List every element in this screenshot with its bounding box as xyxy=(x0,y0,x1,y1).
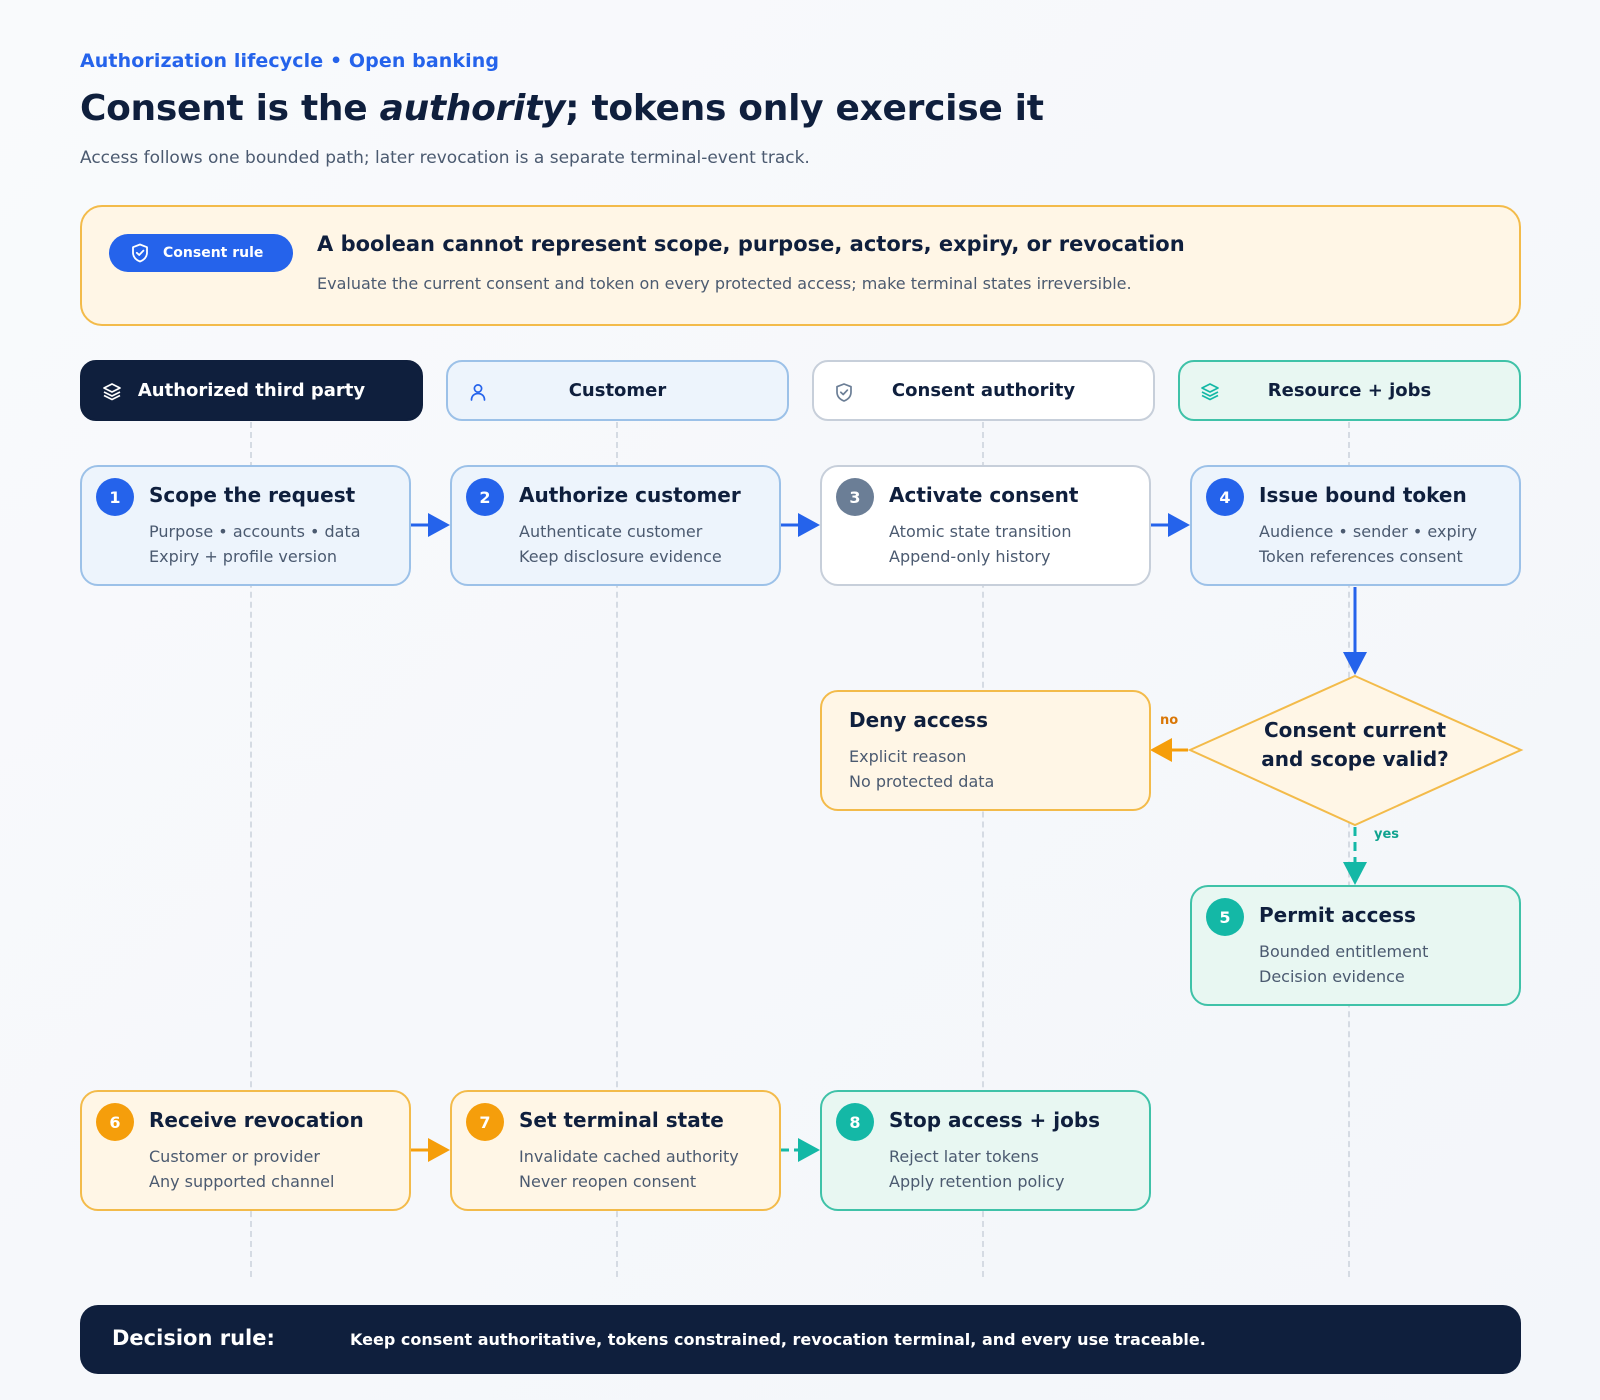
lane-guide-line xyxy=(250,422,252,1277)
lane-label: Resource + jobs xyxy=(1267,380,1432,401)
arrow-decision-no xyxy=(1150,738,1188,762)
step-card-receive-revocation: 6 Receive revocation Customer or provide… xyxy=(80,1090,411,1211)
step-title: Authorize customer xyxy=(519,483,741,507)
step-detail: Token references consent xyxy=(1259,547,1463,566)
step-detail: Audience • sender • expiry xyxy=(1259,522,1478,541)
lane-label: Customer xyxy=(568,380,667,401)
step-detail: Never reopen consent xyxy=(519,1172,697,1191)
step-detail: Authenticate customer xyxy=(519,522,703,541)
step-number-badge: 8 xyxy=(836,1103,874,1141)
lane-resource-jobs: Resource + jobs xyxy=(1178,360,1521,421)
step-title: Activate consent xyxy=(889,483,1079,507)
arrow-6-to-7 xyxy=(411,1138,450,1162)
step-detail: Any supported channel xyxy=(149,1172,335,1191)
branch-label-no: no xyxy=(1160,713,1179,728)
page-subtitle: Access follows one bounded path; later r… xyxy=(80,148,810,168)
step-detail: Apply retention policy xyxy=(889,1172,1065,1191)
arrow-decision-yes xyxy=(1343,827,1367,885)
decision-question: Consent current and scope valid? xyxy=(1190,716,1520,774)
step-detail: Purpose • accounts • data xyxy=(149,522,361,541)
step-card-scope-request: 1 Scope the request Purpose • accounts •… xyxy=(80,465,411,586)
step-title: Scope the request xyxy=(149,483,356,507)
step-detail: Bounded entitlement xyxy=(1259,942,1429,961)
consent-rule-headline: A boolean cannot represent scope, purpos… xyxy=(317,232,1185,256)
user-icon xyxy=(470,384,486,401)
step-number-badge: 6 xyxy=(96,1103,134,1141)
step-card-activate-consent: 3 Activate consent Atomic state transiti… xyxy=(820,465,1151,586)
shield-check-icon xyxy=(132,243,148,263)
step-number-badge: 1 xyxy=(96,478,134,516)
title-emphasis: authority xyxy=(379,88,566,129)
step-number-badge: 4 xyxy=(1206,478,1244,516)
lane-guide-line xyxy=(616,422,618,1277)
decision-line: Consent current xyxy=(1263,718,1447,742)
step-detail: Invalidate cached authority xyxy=(519,1147,739,1166)
step-detail: Customer or provider xyxy=(149,1147,320,1166)
step-card-set-terminal-state: 7 Set terminal state Invalidate cached a… xyxy=(450,1090,781,1211)
step-card-authorize-customer: 2 Authorize customer Authenticate custom… xyxy=(450,465,781,586)
consent-rule-text: Evaluate the current consent and token o… xyxy=(317,274,1132,293)
step-number-badge: 3 xyxy=(836,478,874,516)
decision-diamond xyxy=(1187,674,1524,827)
arrow-7-to-8 xyxy=(781,1138,820,1162)
title-part-1: Consent is the xyxy=(80,88,380,129)
step-detail: Reject later tokens xyxy=(889,1147,1039,1166)
step-number-badge: 5 xyxy=(1206,898,1244,936)
consent-rule-pill-label: Consent rule xyxy=(163,245,264,261)
step-detail: Keep disclosure evidence xyxy=(519,547,722,566)
consent-rule-pill: Consent rule xyxy=(109,234,293,272)
lane-label: Consent authority xyxy=(891,380,1076,401)
lane-label: Authorized third party xyxy=(137,380,366,401)
consent-rule-callout: Consent rule A boolean cannot represent … xyxy=(80,205,1521,326)
page-title: Consent is the authority; tokens only ex… xyxy=(80,88,1044,129)
layers-icon xyxy=(103,383,121,401)
shield-icon xyxy=(836,383,852,402)
step-card-issue-bound-token: 4 Issue bound token Audience • sender • … xyxy=(1190,465,1521,586)
outcome-detail: No protected data xyxy=(849,772,995,791)
lane-guide-line xyxy=(982,422,984,1277)
step-title: Stop access + jobs xyxy=(889,1108,1101,1132)
arrow-2-to-3 xyxy=(781,513,820,537)
arrow-3-to-4 xyxy=(1151,513,1190,537)
decision-line: and scope valid? xyxy=(1261,747,1449,771)
title-part-2: ; tokens only exercise it xyxy=(565,88,1044,129)
step-detail: Expiry + profile version xyxy=(149,547,338,566)
step-title: Set terminal state xyxy=(519,1108,724,1132)
lane-guide-line xyxy=(1348,422,1350,1277)
branch-label-yes: yes xyxy=(1374,827,1400,842)
lane-consent-authority: Consent authority xyxy=(812,360,1155,421)
decision-rule-label: Decision rule: xyxy=(112,1326,275,1350)
arrow-1-to-2 xyxy=(411,513,450,537)
lane-customer: Customer xyxy=(446,360,789,421)
layers-icon xyxy=(1201,383,1219,401)
arrow-4-to-decision xyxy=(1343,587,1367,675)
step-card-permit-access: 5 Permit access Bounded entitlement Deci… xyxy=(1190,885,1521,1006)
step-detail: Decision evidence xyxy=(1259,967,1405,986)
step-title: Issue bound token xyxy=(1259,483,1467,507)
outcome-card-deny-access: Deny access Explicit reason No protected… xyxy=(820,690,1151,811)
step-card-stop-access-jobs: 8 Stop access + jobs Reject later tokens… xyxy=(820,1090,1151,1211)
outcome-detail: Explicit reason xyxy=(849,747,967,766)
outcome-title: Deny access xyxy=(849,708,988,732)
step-title: Receive revocation xyxy=(149,1108,364,1132)
decision-rule-text: Keep consent authoritative, tokens const… xyxy=(350,1330,1206,1349)
step-number-badge: 2 xyxy=(466,478,504,516)
step-number-badge: 7 xyxy=(466,1103,504,1141)
decision-rule-footer: Decision rule: Keep consent authoritativ… xyxy=(80,1305,1521,1374)
step-detail: Atomic state transition xyxy=(889,522,1072,541)
eyebrow: Authorization lifecycle • Open banking xyxy=(80,50,500,72)
lane-authorized-third-party: Authorized third party xyxy=(80,360,423,421)
step-detail: Append-only history xyxy=(889,547,1051,566)
step-title: Permit access xyxy=(1259,903,1416,927)
